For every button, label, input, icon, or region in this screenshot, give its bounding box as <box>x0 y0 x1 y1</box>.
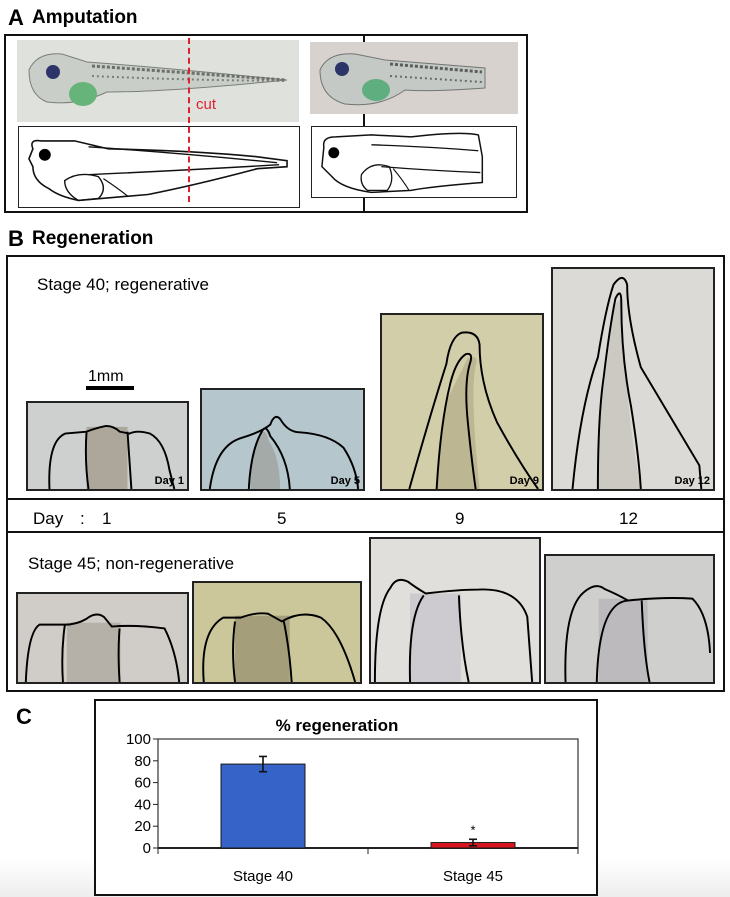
photo-label-day5: Day 5 <box>330 475 360 487</box>
outline-eye <box>38 148 51 161</box>
significance-marker: * <box>470 822 475 837</box>
tadpole-outline-intact-graphic <box>28 139 288 202</box>
y-tick-label: 100 <box>126 731 151 748</box>
tadpole-outline-amputated <box>311 126 517 198</box>
tadpole-outline-intact <box>18 126 300 208</box>
tadpole-photo-intact <box>17 40 299 122</box>
bar-stage-40 <box>220 763 306 849</box>
day-value-9: 9 <box>455 509 465 528</box>
day-value-5: 5 <box>277 509 287 528</box>
day-value-12: 12 <box>619 509 638 528</box>
panel-a-border <box>4 34 528 213</box>
x-category-label: Stage 40 <box>233 868 293 885</box>
photo-label-day1: Day 1 <box>154 475 184 487</box>
stage45-day5-photo <box>192 581 362 684</box>
day-value-1: 1 <box>102 509 112 528</box>
panel-b-frame <box>6 255 725 692</box>
divider-top <box>6 498 725 500</box>
panel-b-letter: B <box>8 226 24 251</box>
tadpole-photo-intact-graphic <box>17 40 299 122</box>
photo-label-day9: Day 9 <box>509 475 539 487</box>
day-separator: : <box>80 509 85 528</box>
x-category-label: Stage 45 <box>443 868 503 885</box>
stage45-day1-photo <box>16 592 189 684</box>
scale-bar <box>86 386 134 390</box>
panel-b-title: Regeneration <box>32 228 154 249</box>
y-tick-label: 40 <box>134 796 151 813</box>
scale-bar-label: 1mm <box>88 368 124 385</box>
stage40-day9-photo: Day 9 <box>380 313 544 491</box>
panel-a-gap <box>296 34 304 213</box>
y-tick-label: 80 <box>134 753 151 770</box>
stage40-day1-photo: Day 1 <box>26 401 189 491</box>
chart-title: % regeneration <box>276 716 399 735</box>
y-tick-label: 0 <box>143 840 151 857</box>
stage45-label: Stage 45; non-regenerative <box>28 554 235 573</box>
panel-c-letter: C <box>16 704 32 729</box>
stage40-day12-photo: Day 12 <box>551 267 715 491</box>
chart-frame <box>94 699 598 896</box>
tadpole-photo-amputated-graphic <box>310 42 518 114</box>
stage45-day9-photo <box>369 537 541 684</box>
stage40-label: Stage 40; regenerative <box>37 275 210 294</box>
panel-a-title: Amputation <box>32 7 138 28</box>
cut-line <box>188 38 190 202</box>
day-prefix: Day <box>33 509 64 528</box>
tadpole-outline-amputated-graphic <box>321 132 484 194</box>
photo-label-day12: Day 12 <box>674 475 710 487</box>
stage45-day12-photo <box>544 554 715 684</box>
stage40-day5-photo: Day 5 <box>200 388 365 491</box>
y-tick-label: 60 <box>134 775 151 792</box>
y-tick-label: 20 <box>134 818 151 835</box>
cut-label: cut <box>196 96 217 113</box>
tadpole-photo-amputated <box>310 42 518 114</box>
divider-bottom <box>6 531 725 533</box>
tadpole-eye <box>46 65 60 79</box>
panel-a-letter: A <box>8 5 24 30</box>
